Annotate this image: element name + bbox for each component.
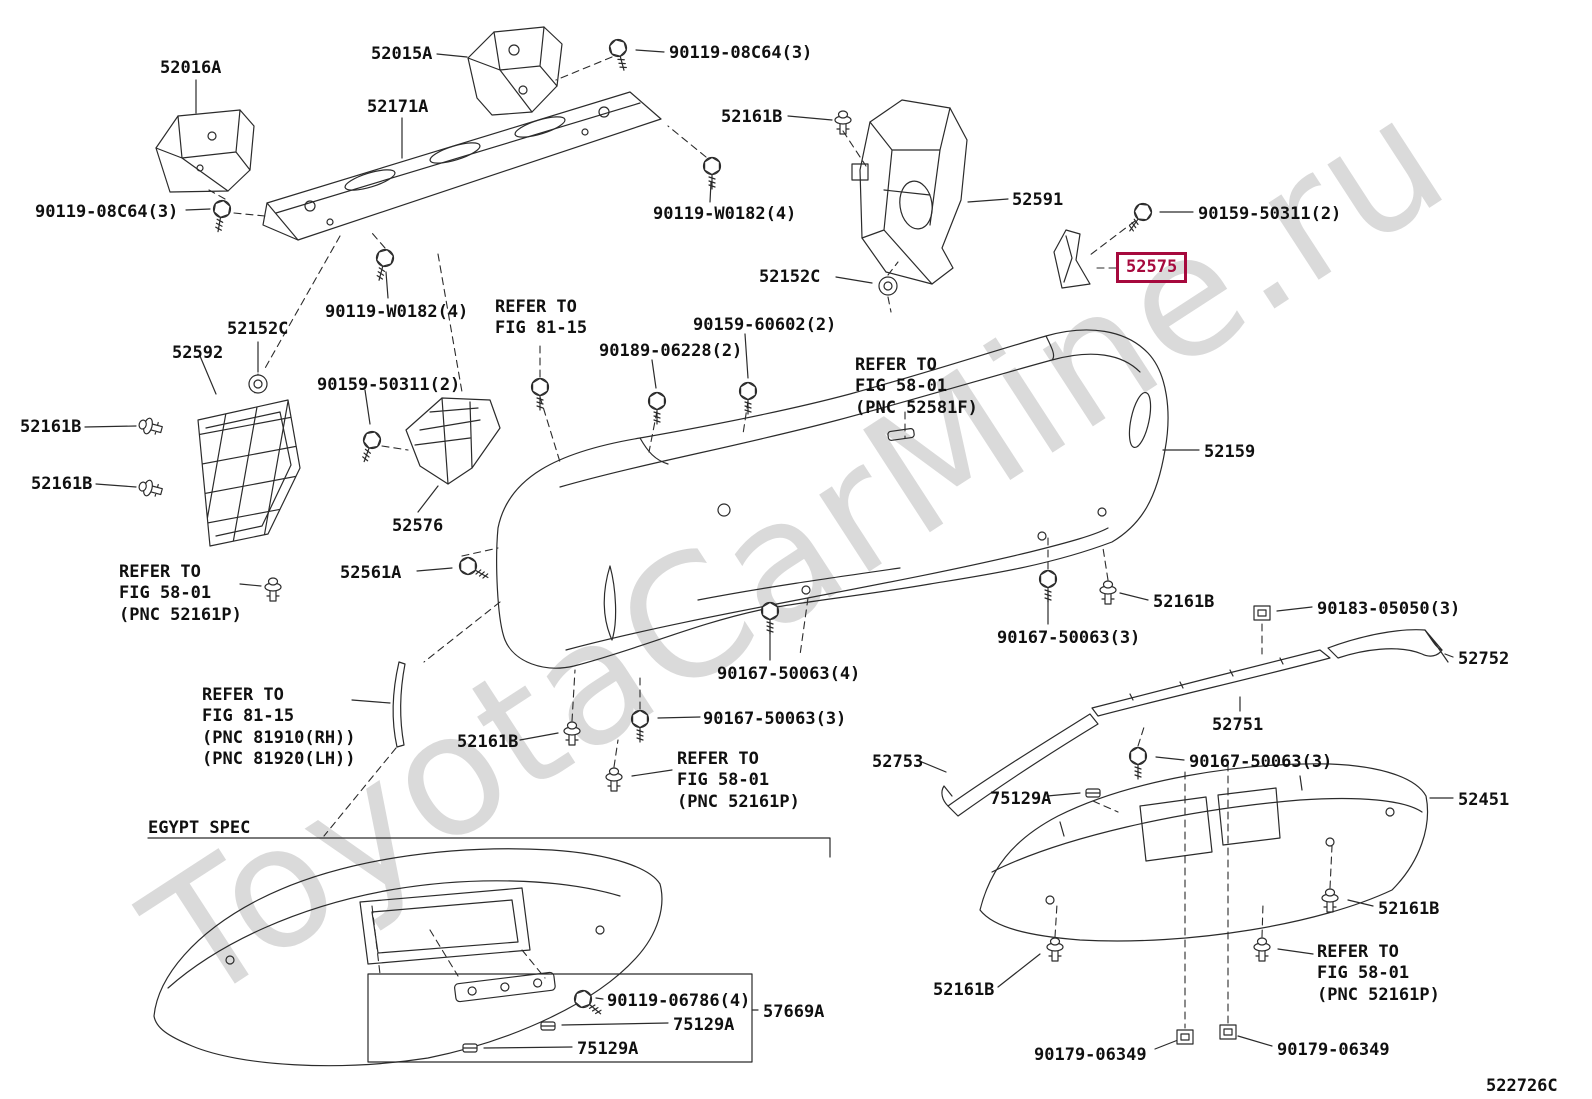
part-label-52161B[interactable]: 52161B <box>31 474 93 494</box>
part-label-90183-05050(3)[interactable]: 90183-05050(3) <box>1317 599 1461 619</box>
part-label-52451[interactable]: 52451 <box>1458 790 1510 810</box>
part-label-90189-06228(2)[interactable]: 90189-06228(2) <box>599 341 743 361</box>
part-52451-drawing <box>979 763 1429 942</box>
part-label-75129A[interactable]: 75129A <box>990 789 1052 809</box>
refer-note-line: REFER TO <box>495 297 577 317</box>
part-label-52591[interactable]: 52591 <box>1012 190 1064 210</box>
refer-note-line: FIG 58-01 <box>855 376 948 397</box>
part-label-52161B[interactable]: 52161B <box>457 732 519 752</box>
part-side-spacer-drawing <box>392 661 406 748</box>
part-label-52592[interactable]: 52592 <box>172 343 224 363</box>
part-label-52152C[interactable]: 52152C <box>227 319 289 339</box>
part-52752-drawing <box>1327 629 1449 663</box>
part-label-90119-08C64(3)[interactable]: 90119-08C64(3) <box>35 202 179 222</box>
refer-note-line: (PNC 52161P) <box>1317 984 1440 1005</box>
part-label-90119-W0182(4)[interactable]: 90119-W0182(4) <box>653 204 797 224</box>
part-label-90159-50311(2)[interactable]: 90159-50311(2) <box>1198 204 1342 224</box>
refer-note-line: REFER TO <box>1317 942 1399 962</box>
refer-note-line: FIG 58-01 <box>677 770 770 791</box>
refer-note-line: REFER TO <box>855 355 937 375</box>
part-label-52171A[interactable]: 52171A <box>367 97 429 117</box>
part-label-90159-60602(2)[interactable]: 90159-60602(2) <box>693 315 837 335</box>
refer-note-line: REFER TO <box>119 562 201 582</box>
part-52171a-drawing <box>262 91 662 241</box>
leader-lines <box>84 49 1454 1050</box>
refer-note-line: REFER TO <box>677 749 759 769</box>
part-label-52576[interactable]: 52576 <box>392 516 444 536</box>
part-label-52575[interactable]: 52575 <box>1116 252 1188 284</box>
part-label-90167-50063(3)[interactable]: 90167-50063(3) <box>997 628 1141 648</box>
part-label-52015A[interactable]: 52015A <box>371 44 433 64</box>
leader-dashed-lines <box>208 56 1333 1029</box>
refer-note-line: (PNC 52161P) <box>119 604 242 625</box>
part-label-90179-06349[interactable]: 90179-06349 <box>1277 1040 1390 1060</box>
part-52016a-drawing <box>155 109 255 193</box>
part-52576-drawing <box>405 397 501 485</box>
part-label-90167-50063(4)[interactable]: 90167-50063(4) <box>717 664 861 684</box>
part-label-90159-50311(2)[interactable]: 90159-50311(2) <box>317 375 461 395</box>
part-label-52161B[interactable]: 52161B <box>1378 899 1440 919</box>
egypt-spec-section-line <box>147 837 831 1063</box>
part-egypt-bumper-drawing <box>153 848 663 1067</box>
part-label-90119-06786(4)[interactable]: 90119-06786(4) <box>607 991 751 1011</box>
part-52015a-drawing <box>467 26 563 116</box>
part-label-52152C[interactable]: 52152C <box>759 267 821 287</box>
part-label-52561A[interactable]: 52561A <box>340 563 402 583</box>
part-52753-drawing <box>941 713 1099 817</box>
part-label-90119-W0182(4)[interactable]: 90119-W0182(4) <box>325 302 469 322</box>
refer-note-line: (PNC 52581F) <box>855 397 978 418</box>
refer-note-line: FIG 58-01 <box>119 583 212 604</box>
part-label-52159[interactable]: 52159 <box>1204 442 1256 462</box>
part-label-90179-06349[interactable]: 90179-06349 <box>1034 1045 1147 1065</box>
part-52591-drawing <box>851 99 968 285</box>
part-label-75129A[interactable]: 75129A <box>673 1015 735 1035</box>
part-label-52161B[interactable]: 52161B <box>933 980 995 1000</box>
part-52575-drawing <box>1053 229 1091 289</box>
part-label-52161B[interactable]: 52161B <box>1153 592 1215 612</box>
refer-note-line: REFER TO <box>202 685 284 705</box>
part-label-52753[interactable]: 52753 <box>872 752 924 772</box>
part-label-52016A[interactable]: 52016A <box>160 58 222 78</box>
diagram-code: 522726C <box>1486 1076 1558 1096</box>
part-label-90167-50063(3)[interactable]: 90167-50063(3) <box>1189 752 1333 772</box>
part-52751-drawing <box>1091 649 1331 717</box>
refer-note-line: FIG 81-15 <box>495 318 588 339</box>
part-label-52751[interactable]: 52751 <box>1212 715 1264 735</box>
part-57669a-drawing <box>454 971 556 1003</box>
spec-section-label: EGYPT SPEC <box>148 818 251 838</box>
part-52159-bumper-drawing <box>496 329 1169 669</box>
refer-note-line: (PNC 81920(LH)) <box>202 748 356 769</box>
part-label-52161B[interactable]: 52161B <box>20 417 82 437</box>
refer-note-line: FIG 81-15 <box>202 706 295 727</box>
part-label-52752[interactable]: 52752 <box>1458 649 1510 669</box>
refer-note-line: FIG 58-01 <box>1317 963 1410 984</box>
part-label-90167-50063(3)[interactable]: 90167-50063(3) <box>703 709 847 729</box>
refer-note-line: (PNC 52161P) <box>677 791 800 812</box>
part-label-57669A[interactable]: 57669A <box>763 1002 825 1022</box>
part-52592-drawing <box>197 399 301 547</box>
refer-note-line: (PNC 81910(RH)) <box>202 727 356 748</box>
part-label-52161B[interactable]: 52161B <box>721 107 783 127</box>
part-label-75129A[interactable]: 75129A <box>577 1039 639 1059</box>
part-label-90119-08C64(3)[interactable]: 90119-08C64(3) <box>669 43 813 63</box>
